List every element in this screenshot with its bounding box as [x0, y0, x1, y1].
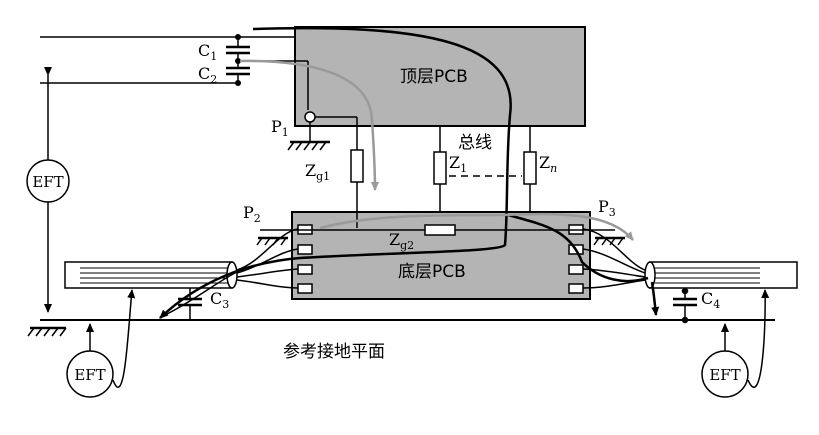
- capacitor-c4: [673, 287, 697, 324]
- left-cable: [64, 228, 299, 289]
- eft-generator-bottom-right: [701, 289, 770, 398]
- eft-bottom-left-label: EFT: [74, 366, 105, 384]
- eft-left-label: EFT: [32, 173, 63, 191]
- capacitor-c2: [226, 66, 250, 76]
- p2-ground: [256, 236, 288, 246]
- power-lines: [40, 36, 309, 110]
- eft-generator-bottom-left: [66, 289, 136, 398]
- bus-label: 总线: [458, 133, 492, 153]
- top-pcb-label: 顶层PCB: [400, 67, 468, 87]
- right-cable: [582, 228, 798, 289]
- p3-label: P3: [598, 197, 616, 219]
- zg2-label: Zg2: [389, 230, 414, 252]
- zn-label: Zn: [539, 153, 557, 175]
- bus-impedance-zn: [523, 126, 537, 212]
- p3-ground: [593, 236, 625, 246]
- c4-label: C4: [701, 289, 720, 311]
- capacitor-c1: [226, 45, 250, 55]
- zg1-impedance: [315, 116, 364, 228]
- p1-label: P1: [271, 117, 289, 139]
- c1-label: C1: [198, 41, 217, 63]
- eft-generator-left: [26, 67, 70, 337]
- p2-label: P2: [243, 203, 261, 225]
- ground-plane-label: 参考接地平面: [283, 342, 385, 362]
- zg1-label: Zg1: [305, 161, 330, 183]
- noise-current-path-gray: [239, 59, 634, 241]
- z1-label: Z1: [449, 153, 467, 175]
- bus-impedance-z1: [433, 126, 447, 212]
- noise-current-path-black: [159, 26, 660, 319]
- c2-label: C2: [198, 64, 217, 86]
- c3-label: C3: [210, 289, 229, 311]
- junction-dots: [235, 34, 241, 86]
- eft-bottom-right-label: EFT: [709, 366, 740, 384]
- bottom-pcb-label: 底层PCB: [398, 262, 466, 282]
